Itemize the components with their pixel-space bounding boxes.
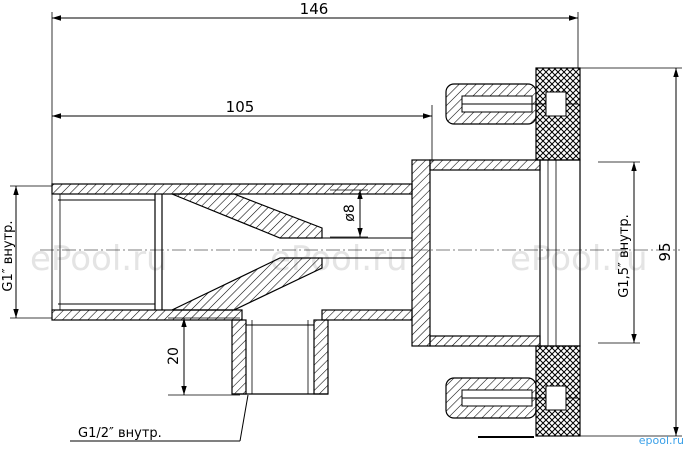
thread-label-inlet: G1″ внутр. bbox=[1, 220, 16, 291]
thread-label-side: G1/2″ внутр. bbox=[78, 426, 162, 441]
extension-lines bbox=[10, 12, 682, 437]
watermark-left: ePool.ru bbox=[30, 239, 168, 279]
watermark-right: ePool.ru bbox=[510, 239, 648, 279]
fitting-body bbox=[40, 183, 680, 321]
dim-flange-height: 95 bbox=[656, 242, 674, 261]
thread-label-outlet: G1,5″ внутр. bbox=[617, 214, 632, 298]
dimension-lines bbox=[13, 15, 679, 436]
venturi-cone-lower bbox=[171, 257, 323, 311]
dim-bore-diameter: ø8 bbox=[342, 204, 358, 221]
brand-corner: epool.ru bbox=[639, 434, 684, 447]
dim-side-outlet-height: 20 bbox=[166, 347, 182, 365]
side-outlet bbox=[231, 319, 329, 395]
dim-overall-length: 146 bbox=[300, 0, 329, 18]
dim-body-length: 105 bbox=[226, 98, 255, 116]
watermarks: ePool.ru ePool.ru ePool.ru bbox=[30, 239, 648, 279]
flange-top bbox=[445, 67, 581, 161]
venturi-cone-upper bbox=[171, 193, 323, 239]
flange-bottom bbox=[445, 345, 581, 438]
